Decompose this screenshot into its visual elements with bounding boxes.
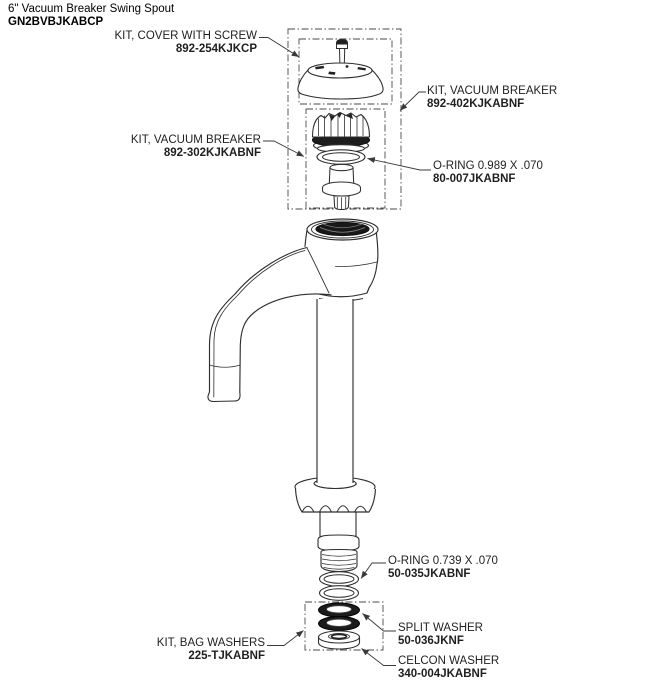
leader-cover — [259, 37, 300, 58]
callout-label: SPLIT WASHER — [398, 622, 483, 634]
callout-cover-with-screw: KIT, COVER WITH SCREW 892-254KJKCP — [115, 30, 257, 56]
leader-o-ring-top — [367, 157, 431, 171]
leader-celcon-washer — [361, 648, 396, 666]
swing-spout — [207, 246, 338, 403]
title-block: 6" Vacuum Breaker Swing Spout GN2BVBJKAB… — [8, 3, 174, 28]
callout-part-number: 80-007JKABNF — [433, 173, 516, 185]
callout-celcon-washer: CELCON WASHER 340-004JKABNF — [398, 655, 499, 681]
callout-bag-washers-kit: KIT, BAG WASHERS 225-TJKABNF — [157, 637, 265, 663]
vacuum-breaker-cartridge — [311, 111, 371, 153]
callout-part-number: 50-035JKABNF — [388, 568, 471, 580]
cover-detail-marks — [315, 65, 366, 75]
bag-washers-kit-box — [304, 601, 384, 651]
o-ring-top — [316, 149, 366, 165]
cover-kit-box — [298, 38, 393, 105]
leader-bag-washers — [267, 630, 304, 646]
shank-threads — [317, 534, 360, 573]
callout-part-number: 892-254KJKCP — [175, 43, 257, 55]
callout-label: KIT, BAG WASHERS — [156, 637, 265, 649]
callout-part-number: 892-402KJKABNF — [427, 98, 525, 110]
callout-part-number: 50-036JKNF — [398, 635, 464, 647]
vacuum-breaker-kit-outer-box — [287, 28, 402, 210]
o-rings-lower — [318, 571, 360, 601]
callout-label: CELCON WASHER — [398, 655, 500, 667]
leader-split-washer — [362, 613, 396, 632]
celcon-washer-part — [317, 630, 361, 650]
poppet-valve — [321, 163, 362, 211]
leader-lines — [259, 37, 431, 666]
flat-washer-part — [318, 616, 360, 631]
callout-part-number: 340-004JKABNF — [398, 668, 487, 680]
callout-label: KIT, COVER WITH SCREW — [114, 30, 257, 42]
split-washer-part — [318, 602, 360, 618]
callout-label: O-RING 0.739 X .070 — [388, 555, 498, 567]
callout-o-ring-top: O-RING 0.989 X .070 80-007JKABNF — [433, 160, 543, 186]
callout-label: O-RING 0.989 X .070 — [433, 160, 543, 172]
callout-o-ring-lower: O-RING 0.739 X .070 50-035JKABNF — [388, 555, 498, 581]
leader-vb-outer — [399, 91, 426, 111]
model-number: GN2BVBJKABCP — [8, 15, 104, 28]
callout-label: KIT, VACUUM BREAKER — [427, 85, 558, 97]
callout-part-number: 892-302KJKABNF — [163, 147, 261, 159]
leader-vb-inner — [263, 140, 305, 157]
callout-vacuum-breaker-kit-inner: KIT, VACUUM BREAKER 892-302KJKABNF — [131, 134, 261, 160]
spout-head-fillet-line — [306, 247, 330, 294]
callout-split-washer: SPLIT WASHER 50-036JKNF — [398, 622, 483, 648]
callout-label: KIT, VACUUM BREAKER — [130, 134, 261, 146]
cover-dome — [297, 62, 384, 100]
coupling-nut — [294, 483, 377, 513]
callout-part-number: 225-TJKABNF — [188, 650, 265, 662]
page-title: 6" Vacuum Breaker Swing Spout — [8, 3, 175, 15]
callout-vacuum-breaker-kit-outer: KIT, VACUUM BREAKER 892-402KJKABNF — [427, 85, 557, 111]
leader-o-ring-lower — [360, 562, 386, 579]
spout-column — [316, 299, 354, 484]
